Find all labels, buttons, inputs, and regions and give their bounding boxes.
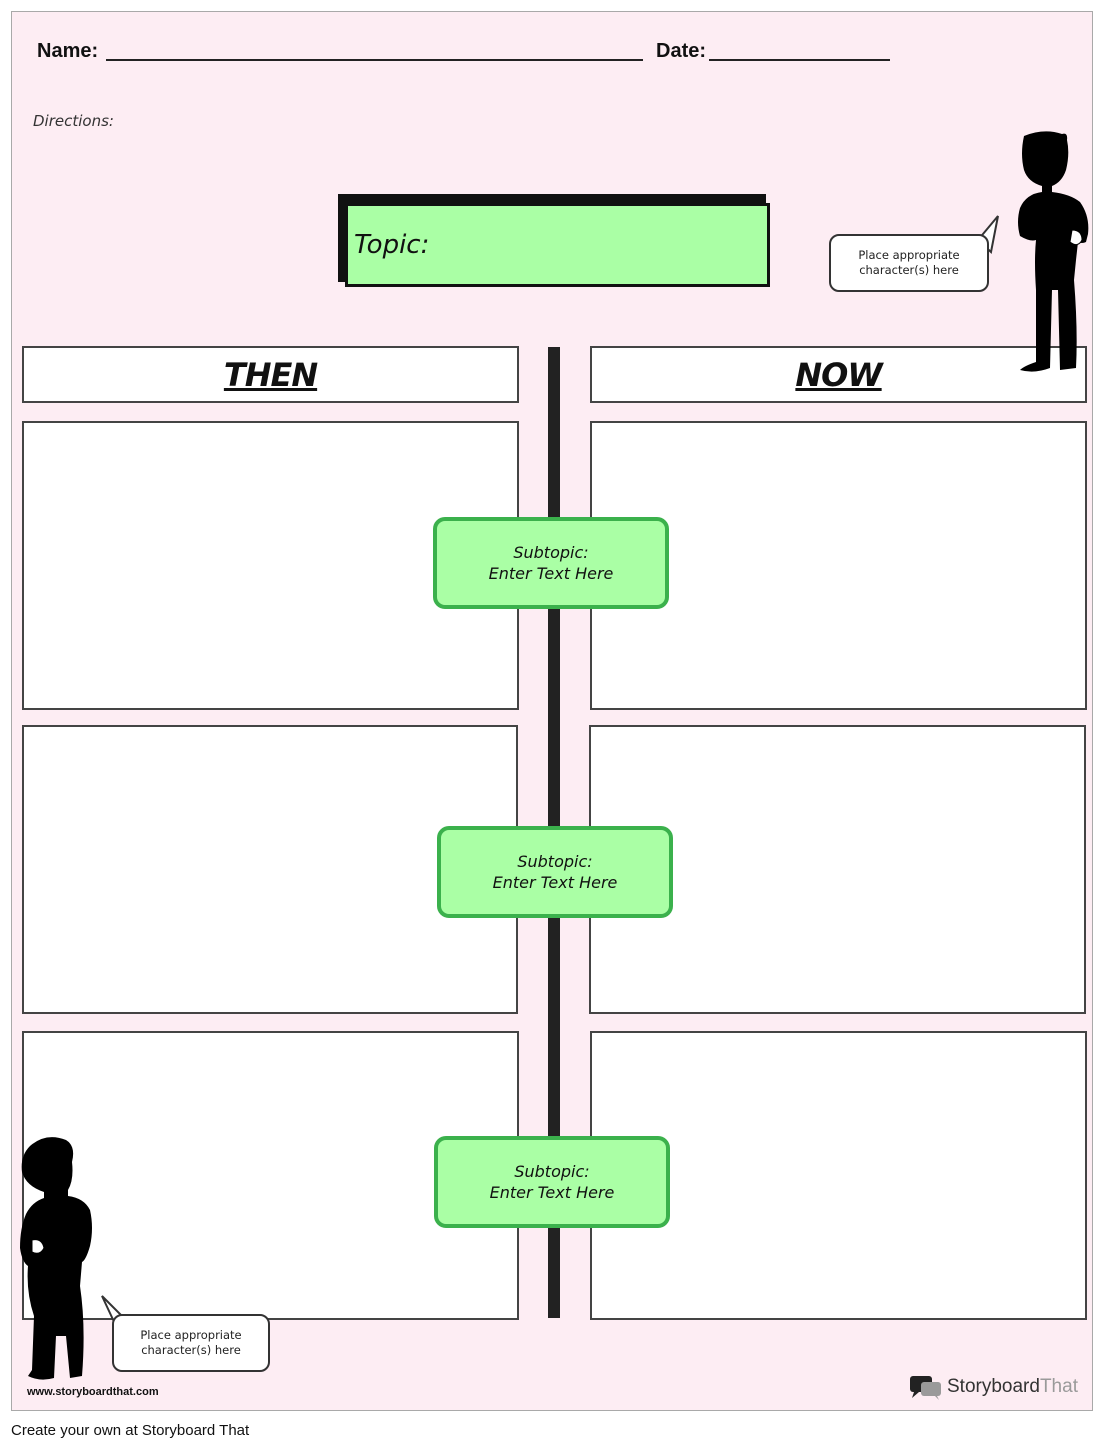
topic-label: Topic:: [354, 230, 430, 260]
subtopic-1-line2: Enter Text Here: [488, 564, 614, 583]
subtopic-2-line1: Subtopic:: [517, 852, 593, 871]
subtopic-2-line2: Enter Text Here: [492, 873, 618, 892]
then-header: THEN: [22, 346, 519, 403]
now-header-label: NOW: [795, 355, 882, 394]
brand-part1: Storyboard: [947, 1376, 1040, 1397]
name-label: Name:: [37, 40, 99, 62]
subtopic-box-1[interactable]: Subtopic: Enter Text Here: [433, 517, 669, 609]
subtopic-1-line1: Subtopic:: [513, 543, 589, 562]
bubble-bottom-line2: character(s) here: [141, 1343, 241, 1357]
footer-create-link[interactable]: Create your own at Storyboard That: [11, 1422, 250, 1439]
storyboard-logo-icon: [910, 1376, 941, 1400]
brand-part2: That: [1039, 1376, 1078, 1397]
directions-label: Directions:: [33, 112, 114, 130]
now-header: NOW: [590, 346, 1087, 403]
bubble-bottom-line1: Place appropriate: [140, 1328, 242, 1342]
subtopic-3-line1: Subtopic:: [514, 1162, 590, 1181]
speech-bubble-top-right[interactable]: Place appropriate character(s) here: [829, 234, 989, 292]
bubble-top-line1: Place appropriate: [858, 248, 960, 262]
date-field-line[interactable]: [709, 59, 890, 61]
subtopic-3-line2: Enter Text Here: [489, 1183, 615, 1202]
subtopic-box-3[interactable]: Subtopic: Enter Text Here: [434, 1136, 670, 1228]
site-url-watermark: www.storyboardthat.com: [27, 1386, 159, 1398]
subtopic-box-2[interactable]: Subtopic: Enter Text Here: [437, 826, 673, 918]
then-header-label: THEN: [223, 355, 318, 394]
name-field-line[interactable]: [106, 59, 643, 61]
girl-silhouette-icon: [20, 1137, 92, 1380]
now-cell-1[interactable]: [590, 421, 1087, 710]
now-cell-3[interactable]: [590, 1031, 1087, 1320]
then-cell-2[interactable]: [22, 725, 518, 1014]
speech-bubble-bottom-left[interactable]: Place appropriate character(s) here: [112, 1314, 270, 1372]
date-label: Date:: [656, 40, 707, 62]
bubble-top-line2: character(s) here: [859, 263, 959, 277]
topic-box[interactable]: Topic:: [345, 203, 770, 287]
boy-silhouette-icon: [1018, 131, 1089, 372]
